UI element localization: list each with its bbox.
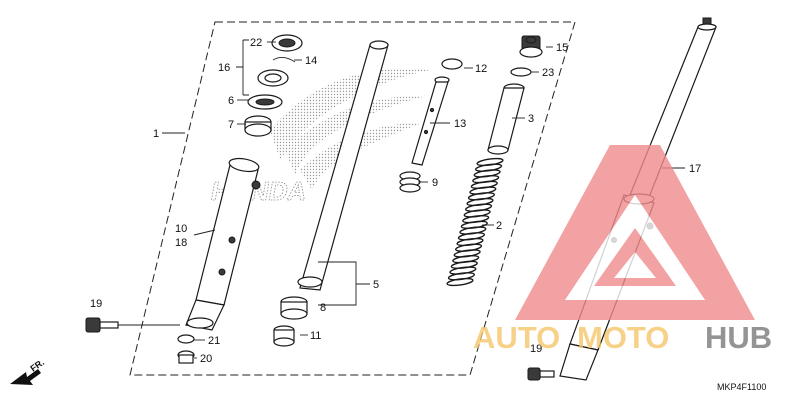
callout-19-right: 19 [530,343,542,355]
spring-coil [462,214,490,224]
automotohub-watermark: AUTO MOTO HUB [473,145,772,355]
spring-coil [459,226,487,235]
callout-20: 20 [200,353,212,365]
direction-label: FR. [28,357,46,374]
spring-coil [472,174,500,184]
callout-6: 6 [228,95,234,107]
oil-lock-piece-12 [441,58,463,70]
spring-coil [454,243,483,252]
callout-16: 16 [218,62,230,74]
callout-8: 8 [320,302,326,314]
callout-11: 11 [310,330,321,342]
damper-rod [411,76,450,166]
inner-fork-tube [297,40,389,291]
watermark-auto: AUTO [473,320,560,355]
watermark-moto: MOTO [577,320,669,355]
spring-coil [476,157,504,167]
spring-coil [457,232,486,241]
bushing-11 [273,325,295,347]
watermark-hub: HUB [705,320,772,355]
callout-3: 3 [528,113,534,125]
leader-lines [118,39,685,359]
callout-21: 21 [208,335,220,347]
callout-1: 1 [153,128,159,140]
spring-coil [453,249,481,258]
warning-triangle-logo [515,145,755,320]
callout-2: 2 [496,220,502,232]
spring-coil [473,169,501,178]
front-direction-arrow: FR. [10,357,46,385]
spring-coil [452,254,480,264]
fork-spring-2 [446,157,504,287]
callout-10: 10 [175,223,187,235]
callout-13: 13 [454,118,466,130]
callout-15: 15 [556,42,568,54]
spring-coil [449,266,477,275]
fork-slider-part [185,157,261,331]
spring-coil [466,197,494,207]
callout-17: 17 [689,163,701,175]
spring-coil [463,209,491,218]
spring-coil [474,163,503,172]
spring-coil [464,203,493,212]
callout-9: 9 [432,177,438,189]
rebound-spring-9 [399,171,421,193]
bolt-19-right [527,367,555,381]
spring-coil [447,272,476,281]
callout-labels: 1 16 22 14 6 7 10 18 12 13 9 15 23 3 2 5… [90,37,701,365]
spring-coil [456,237,484,247]
o-ring-23 [510,67,532,77]
spring-coil [450,260,478,270]
callout-18: 18 [175,237,187,249]
seal-stack [244,34,303,137]
callout-5: 5 [373,279,379,291]
washer-21 [177,334,195,344]
spring-coil [470,180,498,190]
callout-12: 12 [475,63,487,75]
callout-19-left: 19 [90,298,102,310]
exploded-view-frame [129,21,576,376]
callout-22: 22 [250,37,262,49]
spring-coil [467,192,496,201]
bolt-20 [177,350,195,364]
diagram-code: MKP4F1100 [717,382,766,392]
callout-14: 14 [305,55,317,67]
spring-coil [469,186,497,195]
callout-23: 23 [542,67,554,79]
callout-7: 7 [228,119,234,131]
bolt-19-left [85,317,119,333]
fork-cap-bolt-15 [519,35,543,58]
bushing-8 [280,296,308,320]
spacer-tube-3 [487,83,525,155]
spring-coil [446,277,474,287]
